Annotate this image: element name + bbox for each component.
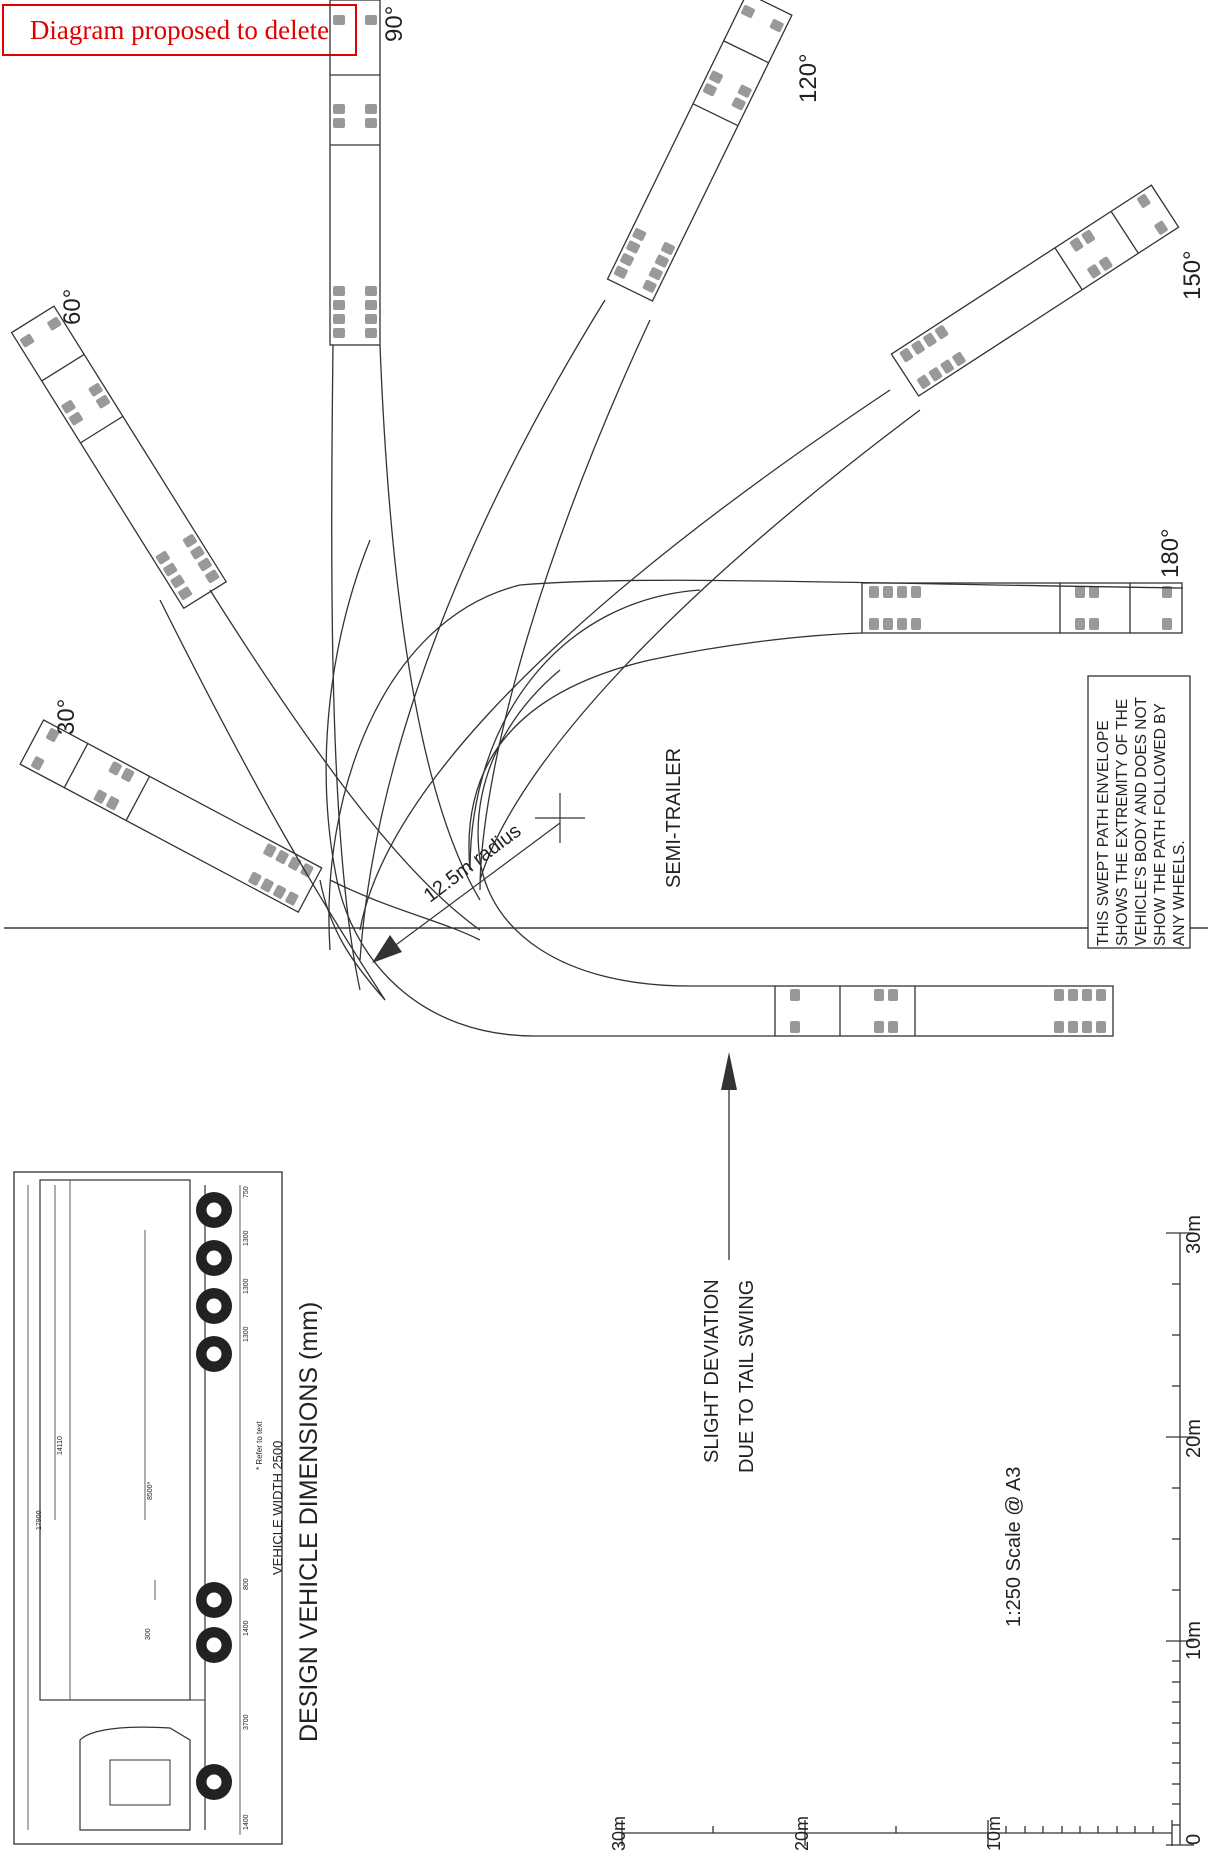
dim-750: 750: [243, 1186, 250, 1198]
delete-notice-banner: Diagram proposed to delete: [2, 4, 357, 56]
scale-bar-horizontal: [621, 1820, 1173, 1846]
dim-8500: 8500*: [147, 1481, 154, 1500]
scale-label-30m: 30m: [1183, 1215, 1205, 1254]
refer-to-text-note: * Refer to text: [255, 1420, 264, 1470]
semi-trailer-label: SEMI-TRAILER: [663, 748, 685, 888]
note-line-5: ANY WHEELS.: [1171, 840, 1188, 946]
note-line-3: VEHICLE'S BODY AND DOES NOT: [1133, 696, 1150, 946]
vehicle-width-text: VEHICLE WIDTH 2500: [270, 1441, 285, 1575]
swept-path-note: THIS SWEPT PATH ENVELOPE SHOWS THE EXTRE…: [1087, 675, 1191, 949]
angle-label-60: 60°: [59, 289, 86, 325]
scale-left-10m: 10m: [984, 1816, 1004, 1851]
dim-14110: 14110: [57, 1436, 64, 1455]
angle-label-120: 120°: [795, 53, 822, 103]
tail-swing-callout: SLIGHT DEVIATION DUE TO TAIL SWING: [701, 1052, 758, 1473]
scale-left-30m: 30m: [609, 1816, 629, 1851]
swept-path-curves: [159, 299, 1184, 1037]
dim-300: 300: [145, 1628, 152, 1640]
deviation-line-2: DUE TO TAIL SWING: [736, 1280, 758, 1473]
vehicle-wheels: [196, 1192, 232, 1800]
radius-label: 12.5m radius: [420, 820, 526, 907]
angle-label-90: 90°: [381, 6, 408, 42]
dim-1300-a: 1300: [243, 1326, 250, 1342]
dim-1400-front: 1400: [243, 1814, 250, 1830]
dim-1300-b: 1300: [243, 1278, 250, 1294]
deviation-line-1: SLIGHT DEVIATION: [701, 1279, 723, 1463]
scale-label-0: 0: [1183, 1834, 1205, 1845]
note-line-4: SHOW THE PATH FOLLOWED BY: [1152, 703, 1169, 946]
vehicle-0deg: [774, 985, 1114, 1037]
vehicle-60deg: [10, 305, 228, 610]
scale-text: 1:250 Scale @ A3: [1003, 1467, 1025, 1627]
dim-17900: 17900: [36, 1510, 43, 1530]
angle-label-30: 30°: [53, 699, 80, 735]
note-line-1: THIS SWEPT PATH ENVELOPE: [1095, 720, 1112, 946]
vehicle-30deg: [19, 719, 323, 913]
vehicle-dimensions-title: DESIGN VEHICLE DIMENSIONS (mm): [295, 1302, 323, 1742]
note-line-2: SHOWS THE EXTREMITY OF THE: [1114, 699, 1131, 946]
dim-1300-c: 1300: [243, 1230, 250, 1246]
scale-label-10m: 10m: [1183, 1621, 1205, 1660]
scale-left-20m: 20m: [792, 1816, 812, 1851]
vehicle-90deg: [329, 0, 381, 346]
dim-800: 800: [243, 1578, 250, 1590]
angle-label-180: 180°: [1157, 528, 1184, 578]
angle-label-150: 150°: [1179, 250, 1206, 300]
vehicle-dimensions-inset: 17900 14110 8500* 300 1400 3700 1400 800…: [13, 1171, 285, 1845]
dim-1400-mid: 1400: [243, 1620, 250, 1636]
vehicle-180deg: [861, 582, 1183, 634]
vehicle-120deg: [606, 0, 793, 302]
vehicle-150deg: [890, 184, 1180, 397]
scale-bar-vertical: [1166, 1232, 1194, 1846]
scale-label-20m: 20m: [1183, 1419, 1205, 1458]
dim-3700: 3700: [243, 1714, 250, 1730]
